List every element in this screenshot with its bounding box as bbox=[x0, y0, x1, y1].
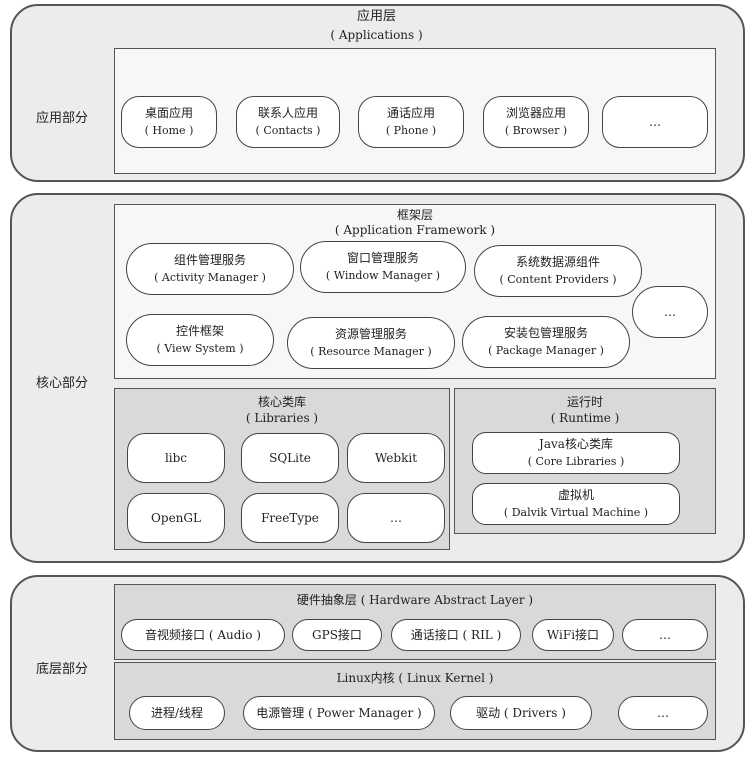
lib-freetype-label: FreeType bbox=[261, 510, 319, 525]
fw-package-manager-en: ( Package Manager ) bbox=[488, 344, 604, 357]
fw-more-label: … bbox=[664, 304, 676, 319]
fw-resource-manager-en: ( Resource Manager ) bbox=[310, 345, 432, 358]
hal-ril-label: 通话接口 ( RIL ) bbox=[410, 627, 502, 642]
app-home-en: ( Home ) bbox=[144, 124, 194, 137]
fw-content-providers: 系统数据源组件 ( Content Providers ) bbox=[474, 245, 642, 297]
application-layer-title: 应用层 bbox=[356, 9, 396, 24]
lib-opengl: OpenGL bbox=[127, 493, 225, 543]
fw-view-system: 控件框架 ( View System ) bbox=[126, 314, 274, 366]
app-browser: 浏览器应用 ( Browser ) bbox=[483, 96, 589, 148]
hal-gps-label: GPS接口 bbox=[312, 627, 362, 642]
bottom-side-label: 底层部分 bbox=[35, 662, 88, 677]
hal-wifi-label: WiFi接口 bbox=[546, 627, 600, 642]
kernel-drivers: 驱动 ( Drivers ) bbox=[450, 696, 592, 730]
fw-content-providers-en: ( Content Providers ) bbox=[499, 273, 617, 286]
lib-sqlite-label: SQLite bbox=[269, 450, 311, 465]
rt-core-libraries: Java核心类库 ( Core Libraries ) bbox=[472, 432, 680, 474]
fw-activity-manager: 组件管理服务 ( Activity Manager ) bbox=[126, 243, 294, 295]
app-browser-cn: 浏览器应用 bbox=[505, 106, 566, 120]
application-side-label: 应用部分 bbox=[35, 111, 88, 126]
kernel-more-label: … bbox=[657, 705, 669, 720]
lib-more-label: … bbox=[390, 510, 402, 525]
fw-content-providers-cn: 系统数据源组件 bbox=[515, 255, 600, 269]
hal-more: … bbox=[622, 619, 708, 651]
hal-title: 硬件抽象层 ( Hardware Abstract Layer ) bbox=[296, 593, 534, 607]
kernel-process-thread: 进程/线程 bbox=[129, 696, 225, 730]
app-more: … bbox=[602, 96, 708, 148]
lib-sqlite: SQLite bbox=[241, 433, 339, 483]
fw-view-system-cn: 控件框架 bbox=[175, 324, 224, 338]
lib-libc-label: libc bbox=[164, 450, 188, 465]
lib-freetype: FreeType bbox=[241, 493, 339, 543]
app-contacts-en: ( Contacts ) bbox=[255, 124, 321, 137]
hal-wifi: WiFi接口 bbox=[532, 619, 614, 651]
fw-window-manager: 窗口管理服务 ( Window Manager ) bbox=[300, 241, 466, 293]
lib-opengl-label: OpenGL bbox=[151, 510, 201, 525]
hal-audio: 音视频接口 ( Audio ) bbox=[121, 619, 285, 651]
fw-resource-manager: 资源管理服务 ( Resource Manager ) bbox=[287, 317, 455, 369]
fw-package-manager-cn: 安装包管理服务 bbox=[503, 326, 588, 340]
app-contacts: 联系人应用 ( Contacts ) bbox=[236, 96, 340, 148]
rt-dalvik-vm-en: ( Dalvik Virtual Machine ) bbox=[503, 506, 649, 519]
fw-window-manager-cn: 窗口管理服务 bbox=[346, 251, 419, 265]
core-side-label: 核心部分 bbox=[35, 376, 88, 391]
fw-view-system-en: ( View System ) bbox=[156, 342, 244, 355]
framework-title: 框架层 bbox=[396, 208, 433, 222]
kernel-power-manager-label: 电源管理 ( Power Manager ) bbox=[256, 705, 422, 720]
rt-dalvik-vm-cn: 虚拟机 bbox=[557, 488, 594, 502]
fw-activity-manager-cn: 组件管理服务 bbox=[173, 253, 246, 267]
app-home: 桌面应用 ( Home ) bbox=[121, 96, 217, 148]
app-phone-cn: 通话应用 bbox=[386, 106, 435, 120]
fw-resource-manager-cn: 资源管理服务 bbox=[334, 327, 407, 341]
libraries-subtitle: ( Libraries ) bbox=[245, 411, 319, 425]
framework-subtitle: ( Application Framework ) bbox=[334, 223, 496, 237]
libraries-title: 核心类库 bbox=[257, 395, 306, 409]
kernel-process-thread-label: 进程/线程 bbox=[150, 705, 204, 720]
app-browser-en: ( Browser ) bbox=[504, 124, 568, 137]
app-contacts-cn: 联系人应用 bbox=[257, 106, 318, 120]
fw-activity-manager-en: ( Activity Manager ) bbox=[154, 271, 266, 284]
hal-ril: 通话接口 ( RIL ) bbox=[391, 619, 521, 651]
fw-package-manager: 安装包管理服务 ( Package Manager ) bbox=[462, 316, 630, 368]
kernel-more: … bbox=[618, 696, 708, 730]
kernel-power-manager: 电源管理 ( Power Manager ) bbox=[243, 696, 435, 730]
rt-core-libraries-en: ( Core Libraries ) bbox=[527, 455, 625, 468]
kernel-title: Linux内核 ( Linux Kernel ) bbox=[336, 671, 494, 685]
app-phone-en: ( Phone ) bbox=[385, 124, 437, 137]
application-layer-subtitle: ( Applications ) bbox=[330, 28, 423, 42]
app-home-cn: 桌面应用 bbox=[144, 106, 193, 120]
runtime-subtitle: ( Runtime ) bbox=[550, 411, 620, 425]
hal-more-label: … bbox=[659, 627, 671, 642]
kernel-drivers-label: 驱动 ( Drivers ) bbox=[476, 705, 566, 720]
rt-dalvik-vm: 虚拟机 ( Dalvik Virtual Machine ) bbox=[472, 483, 680, 525]
lib-webkit-label: Webkit bbox=[374, 450, 418, 465]
lib-libc: libc bbox=[127, 433, 225, 483]
app-phone: 通话应用 ( Phone ) bbox=[358, 96, 464, 148]
fw-more: … bbox=[632, 286, 708, 338]
app-more-label: … bbox=[649, 114, 661, 129]
hal-audio-label: 音视频接口 ( Audio ) bbox=[145, 627, 261, 642]
lib-more: … bbox=[347, 493, 445, 543]
rt-core-libraries-cn: Java核心类库 bbox=[539, 437, 613, 451]
fw-window-manager-en: ( Window Manager ) bbox=[325, 269, 441, 282]
runtime-title: 运行时 bbox=[566, 395, 603, 409]
hal-gps: GPS接口 bbox=[292, 619, 382, 651]
lib-webkit: Webkit bbox=[347, 433, 445, 483]
